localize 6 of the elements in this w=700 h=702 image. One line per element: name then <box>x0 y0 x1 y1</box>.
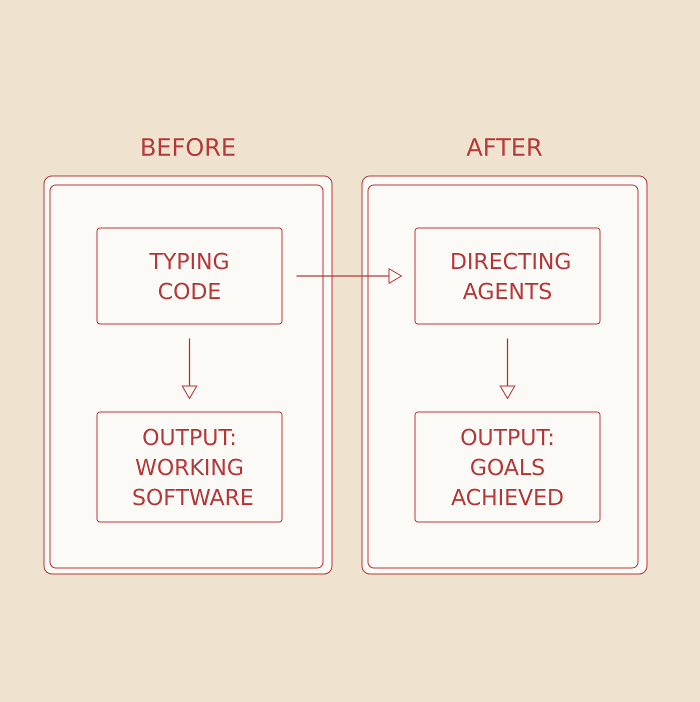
process-box: DIRECTING AGENTS <box>414 228 600 324</box>
process-box: TYPING CODE <box>96 228 282 324</box>
node-label: AFTER <box>466 138 542 156</box>
process-box: OUTPUT: GOALS ACHIEVED <box>414 412 600 522</box>
process-box: OUTPUT: WORKING SOFTWARE <box>96 412 282 522</box>
node-label: BEFORE <box>142 138 235 156</box>
